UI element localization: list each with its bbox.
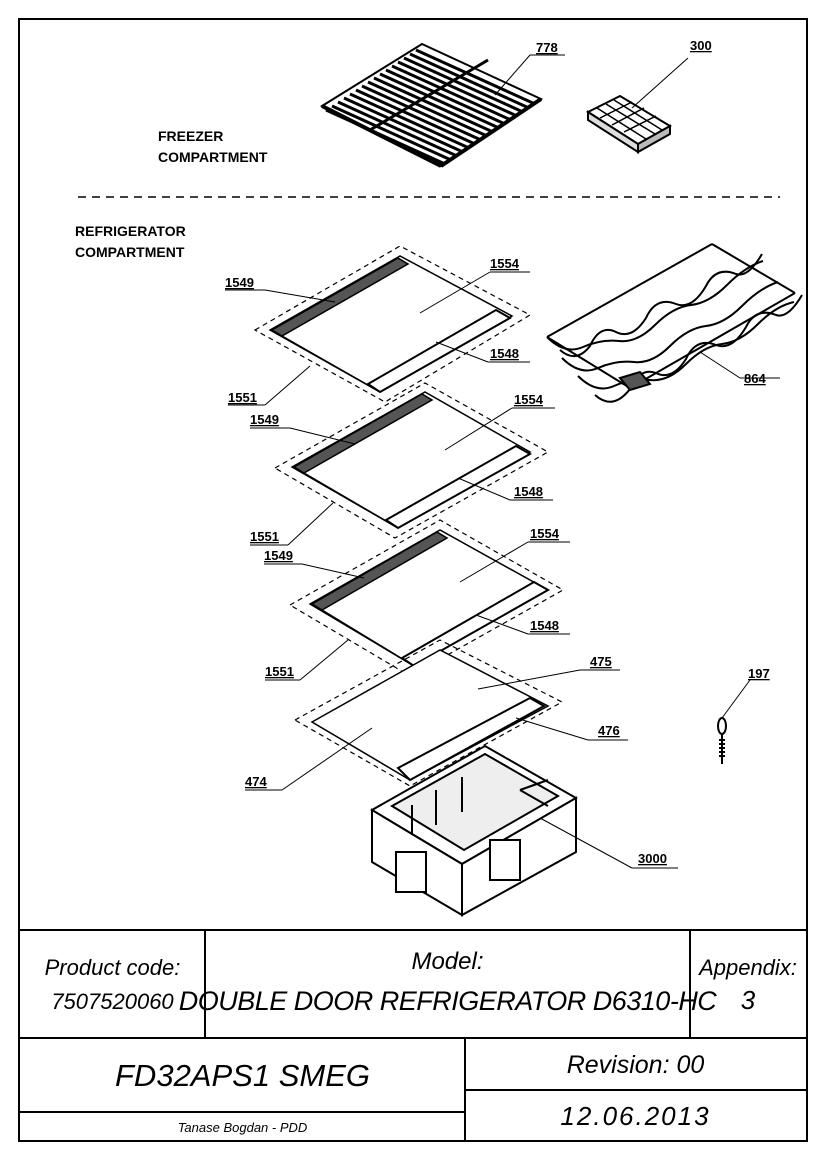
callout-1549: 1549: [250, 412, 279, 427]
glass-shelf-2: [273, 382, 550, 539]
wine-bottle-rack: [546, 243, 803, 403]
callout-3000: 3000: [638, 851, 667, 866]
callout-476: 476: [598, 723, 620, 738]
freezer-label-line1: FREEZER: [158, 128, 223, 144]
callout-474: 474: [245, 774, 267, 789]
callout-1548: 1548: [490, 346, 519, 361]
leader-197: [721, 679, 751, 719]
callout-197: 197: [748, 666, 770, 681]
appendix-value: 3: [740, 984, 756, 1015]
key-clip: [717, 717, 727, 764]
product-code-value: 7507520060: [51, 989, 174, 1014]
model-label: Model:: [411, 947, 484, 975]
callout-1554: 1554: [530, 526, 560, 541]
callout-864: 864: [744, 371, 766, 386]
crisper-cover-glass: [293, 639, 564, 787]
date-cell: 12.06.2013: [465, 1091, 806, 1141]
model-cell: Model: DOUBLE DOOR REFRIGERATOR D6310-HC: [179, 932, 717, 1038]
date: 12.06.2013: [560, 1100, 711, 1131]
appendix-cell: Appendix: 3: [690, 932, 806, 1038]
refrigerator-label-line2: COMPARTMENT: [75, 244, 185, 260]
callout-778: 778: [536, 40, 558, 55]
leader-778: [494, 54, 531, 96]
callout-1548: 1548: [530, 618, 559, 633]
callout-1548: 1548: [514, 484, 543, 499]
refrigerator-label-line1: REFRIGERATOR: [75, 223, 186, 239]
title-block-grid: [18, 929, 808, 1142]
author-cell: Tanase Bogdan - PDD: [20, 1113, 465, 1141]
ice-cube-tray: [585, 94, 672, 154]
callout-1549: 1549: [225, 275, 254, 290]
callout-475: 475: [590, 654, 612, 669]
callout-1549: 1549: [264, 548, 293, 563]
leader-300: [631, 57, 689, 109]
product-name: FD32APS1 SMEG: [115, 1058, 370, 1093]
glass-shelf-1: [253, 245, 532, 403]
leader-lines: [225, 271, 780, 869]
callout-300: 300: [690, 38, 712, 53]
callout-1554: 1554: [514, 392, 544, 407]
callout-1551: 1551: [250, 529, 279, 544]
crisper-drawer: [370, 744, 579, 917]
product-name-cell: FD32APS1 SMEG: [20, 1040, 465, 1112]
appendix-label: Appendix:: [699, 954, 797, 980]
drawing-sheet: [18, 18, 808, 1142]
product-code-label: Product code:: [44, 955, 181, 980]
freezer-wire-shelf: [319, 42, 544, 168]
callout-1551: 1551: [265, 664, 294, 679]
glass-shelf-3: [288, 519, 565, 677]
revision: Revision: 00: [566, 1050, 705, 1079]
model-value: DOUBLE DOOR REFRIGERATOR D6310-HC: [178, 985, 717, 1016]
revision-cell: Revision: 00: [465, 1040, 806, 1090]
callout-1551: 1551: [228, 390, 257, 405]
freezer-label-line2: COMPARTMENT: [158, 149, 268, 165]
callout-1554: 1554: [490, 256, 520, 271]
product-code-cell: Product code: 7507520060: [20, 932, 205, 1038]
author: Tanase Bogdan - PDD: [177, 1119, 308, 1135]
